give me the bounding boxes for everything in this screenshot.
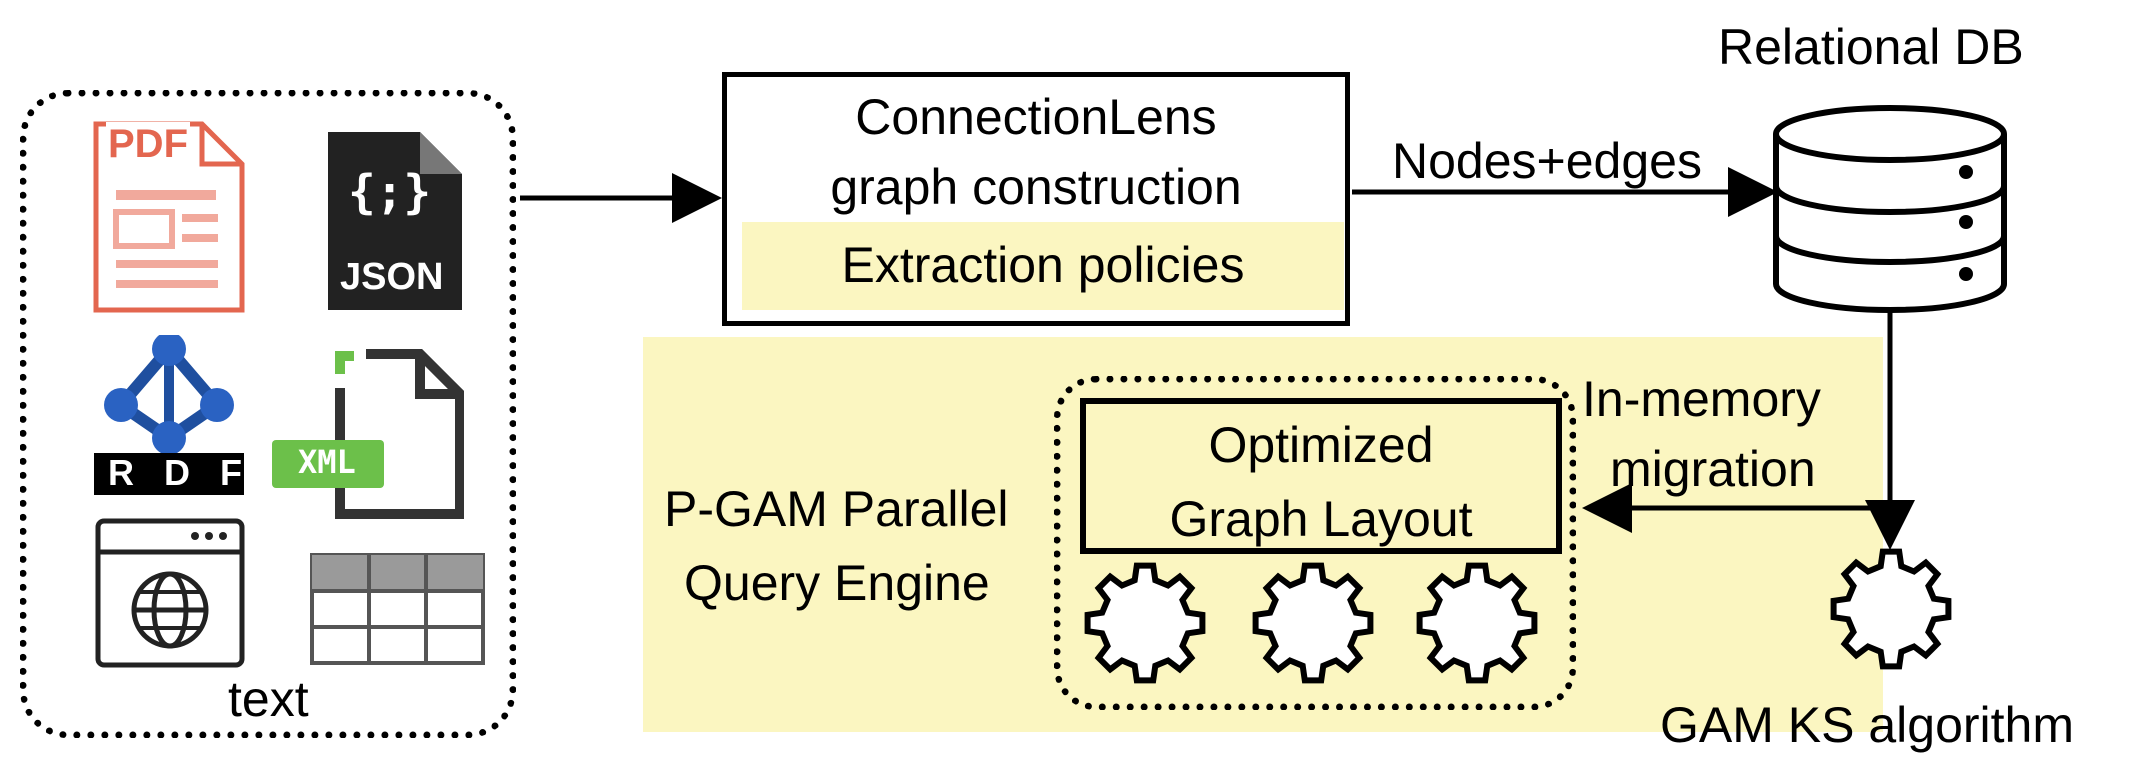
optimized-layout-box <box>1080 398 1562 554</box>
pdf-badge: PDF <box>106 122 190 167</box>
migration-label-line1: In-memory <box>1582 371 1821 427</box>
pdf-file-icon <box>93 121 245 313</box>
text-source-label: text <box>228 671 309 727</box>
engine-label-line2: Query Engine <box>684 555 990 611</box>
extraction-policies-highlight <box>742 222 1344 310</box>
nodes-edges-label: Nodes+edges <box>1392 133 1702 189</box>
database-icon <box>1773 105 2007 313</box>
gear-icon <box>1416 562 1538 684</box>
migration-label-line2: migration <box>1610 441 1816 497</box>
xml-file-icon <box>335 349 464 519</box>
gear-icon <box>1084 562 1206 684</box>
sources-container <box>20 90 516 738</box>
graph-construction-box <box>722 72 1350 326</box>
engine-label-line1: P-GAM Parallel <box>664 481 1009 537</box>
relational-db-label: Relational DB <box>1718 19 2024 75</box>
table-icon <box>310 553 485 665</box>
json-badge: JSON <box>340 256 444 298</box>
construction-title-line1: ConnectionLens <box>855 89 1217 145</box>
gam-ks-algorithm-label: GAM KS algorithm <box>1660 697 2075 753</box>
layout-label-line2: Graph Layout <box>1169 491 1473 547</box>
web-page-icon <box>95 518 245 668</box>
engine-container <box>1054 376 1576 710</box>
rdf-logo-icon <box>94 335 244 495</box>
layout-label-line1: Optimized <box>1208 417 1434 473</box>
construction-title-line2: graph construction <box>830 159 1242 215</box>
xml-badge: XML <box>298 443 356 481</box>
json-glyph: {;} <box>348 165 432 219</box>
json-file-icon <box>328 132 462 310</box>
gear-icon <box>1830 548 1952 670</box>
extraction-policies-label: Extraction policies <box>841 237 1245 293</box>
gear-icon <box>1252 562 1374 684</box>
xml-badge-bg <box>272 440 384 488</box>
rdf-letters: R D F <box>108 452 252 493</box>
